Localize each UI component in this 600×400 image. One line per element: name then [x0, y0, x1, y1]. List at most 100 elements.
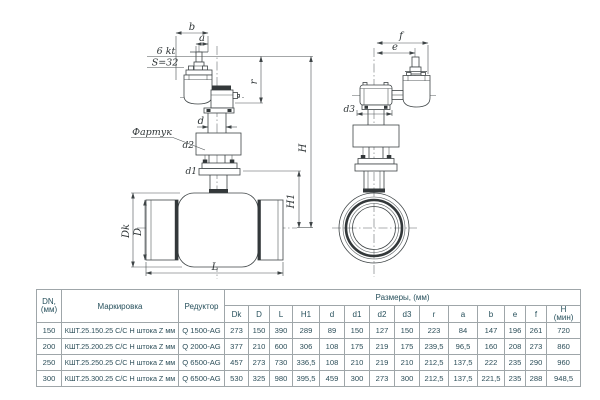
- col-header-d: d: [319, 305, 345, 323]
- dim-label-L: L: [211, 262, 219, 273]
- size-cell: 89: [319, 322, 345, 339]
- col-header-d2: d2: [369, 305, 395, 323]
- col-header-H: H (мин): [545, 305, 582, 323]
- table-header-row-1: DN, (мм) Маркировка Редуктор Размеры, (м…: [36, 289, 582, 323]
- size-cell: 730: [269, 354, 293, 371]
- size-cell: 137,5: [448, 354, 478, 371]
- size-cell: 530: [224, 370, 249, 387]
- dim-H: H: [297, 56, 313, 228]
- apron-label: Фартук: [132, 127, 172, 138]
- size-cell: 948,5: [545, 370, 582, 387]
- dim-label-D: D: [133, 228, 144, 237]
- size-cell: 300: [344, 370, 370, 387]
- size-cell: 290: [525, 354, 547, 371]
- dn-cell: 250: [36, 354, 62, 371]
- gearbox-cell: Q 6500-AG: [178, 354, 225, 371]
- dn-header-line1: DN,: [42, 297, 56, 306]
- size-cell: 390: [269, 322, 293, 339]
- size-cell: 459: [319, 370, 345, 387]
- size-cell: 273: [369, 370, 395, 387]
- size-cell: 235: [504, 354, 526, 371]
- size-cell: 300: [394, 370, 420, 387]
- size-cell: 150: [394, 322, 420, 339]
- marking-cell: КШТ.25.150.25 С/С Н штока Z мм: [61, 322, 179, 339]
- size-cell: 377: [224, 338, 249, 355]
- worm-housing-front: [210, 85, 240, 109]
- col-header-D: D: [248, 305, 270, 323]
- dim-d: d: [197, 116, 237, 129]
- gearbox-cell: Q 1500-AG: [178, 322, 225, 339]
- col-header-r: r: [419, 305, 449, 323]
- worm-housing-side: [359, 82, 404, 106]
- dim-label-f: f: [398, 31, 405, 42]
- dim-label-r: r: [249, 78, 260, 84]
- hex-note-line1: 6 kt: [157, 46, 176, 57]
- gearbox-cell: Q 2000-AG: [178, 338, 225, 355]
- dimensions-table-container: DN, (мм) Маркировка Редуктор Размеры, (м…: [36, 289, 582, 387]
- dim-Dk: Dk: [121, 192, 182, 268]
- size-cell: 222: [477, 354, 505, 371]
- marking-cell: КШТ.25.200.25 С/С Н штока Z мм: [61, 338, 179, 355]
- size-cell: 210: [248, 338, 270, 355]
- size-cell: 150: [248, 322, 270, 339]
- dim-label-H1: H1: [286, 193, 297, 209]
- col-header-a: a: [448, 305, 478, 323]
- col-header-L: L: [269, 305, 293, 323]
- size-cell: 960: [545, 354, 582, 371]
- dim-label-H: H: [298, 143, 309, 153]
- size-cell: 96,5: [448, 338, 478, 355]
- side-view: f e: [332, 31, 436, 277]
- dim-label-d3: d3: [344, 105, 356, 115]
- size-cell: 325: [248, 370, 270, 387]
- col-header-sizes-group: Размеры, (мм): [223, 289, 582, 306]
- dn-cell: 200: [36, 338, 62, 355]
- dim-e: e: [376, 42, 416, 55]
- stem-apron-side: [352, 109, 400, 172]
- size-cell: 288: [525, 370, 547, 387]
- col-header-b: b: [477, 305, 505, 323]
- dim-r: r: [235, 56, 263, 104]
- size-cell: 223: [419, 322, 449, 339]
- dim-label-Dk: Dk: [121, 224, 132, 239]
- col-header-marking: Маркировка: [61, 289, 179, 323]
- dim-H1: H1: [243, 170, 301, 228]
- col-header-H1: H1: [292, 305, 320, 323]
- size-cell: 212,5: [419, 370, 449, 387]
- size-cell: 175: [394, 338, 420, 355]
- size-cell: 127: [369, 322, 395, 339]
- size-cell: 212,5: [419, 354, 449, 371]
- col-header-d1: d1: [344, 305, 370, 323]
- size-cell: 860: [545, 338, 582, 355]
- apron-callout: Фартук: [131, 127, 206, 151]
- dn-cell: 300: [36, 370, 62, 387]
- col-header-d3: d3: [394, 305, 420, 323]
- technical-drawing: d Фартук d2 d1: [121, 22, 436, 279]
- stem-upper-front: [207, 113, 227, 133]
- size-cell: 235: [504, 370, 526, 387]
- col-header-Dk: Dk: [224, 305, 249, 323]
- size-cell: 137,5: [448, 370, 478, 387]
- gearbox-cell: Q 6500-AG: [178, 370, 225, 387]
- size-cell: 273: [224, 322, 249, 339]
- dim-label-b: b: [189, 22, 195, 33]
- size-cell: 289: [292, 322, 320, 339]
- size-cell: 273: [525, 338, 547, 355]
- dn-header-line2: (мм): [40, 305, 58, 314]
- dim-d3: d3: [344, 105, 393, 116]
- size-cell: 457: [224, 354, 249, 371]
- col-header-dn: DN, (мм): [36, 289, 62, 323]
- size-cell: 108: [319, 338, 345, 355]
- size-cell: 219: [369, 354, 395, 371]
- gearbox-input-shaft-side: [405, 56, 427, 75]
- front-view: d Фартук d2 d1: [121, 22, 313, 279]
- col-header-e: e: [504, 305, 526, 323]
- mounting-plate-front: [203, 107, 235, 114]
- size-cell: 160: [477, 338, 505, 355]
- size-cell: 210: [344, 354, 370, 371]
- dim-label-a: a: [199, 33, 205, 44]
- neck-front: [209, 175, 228, 193]
